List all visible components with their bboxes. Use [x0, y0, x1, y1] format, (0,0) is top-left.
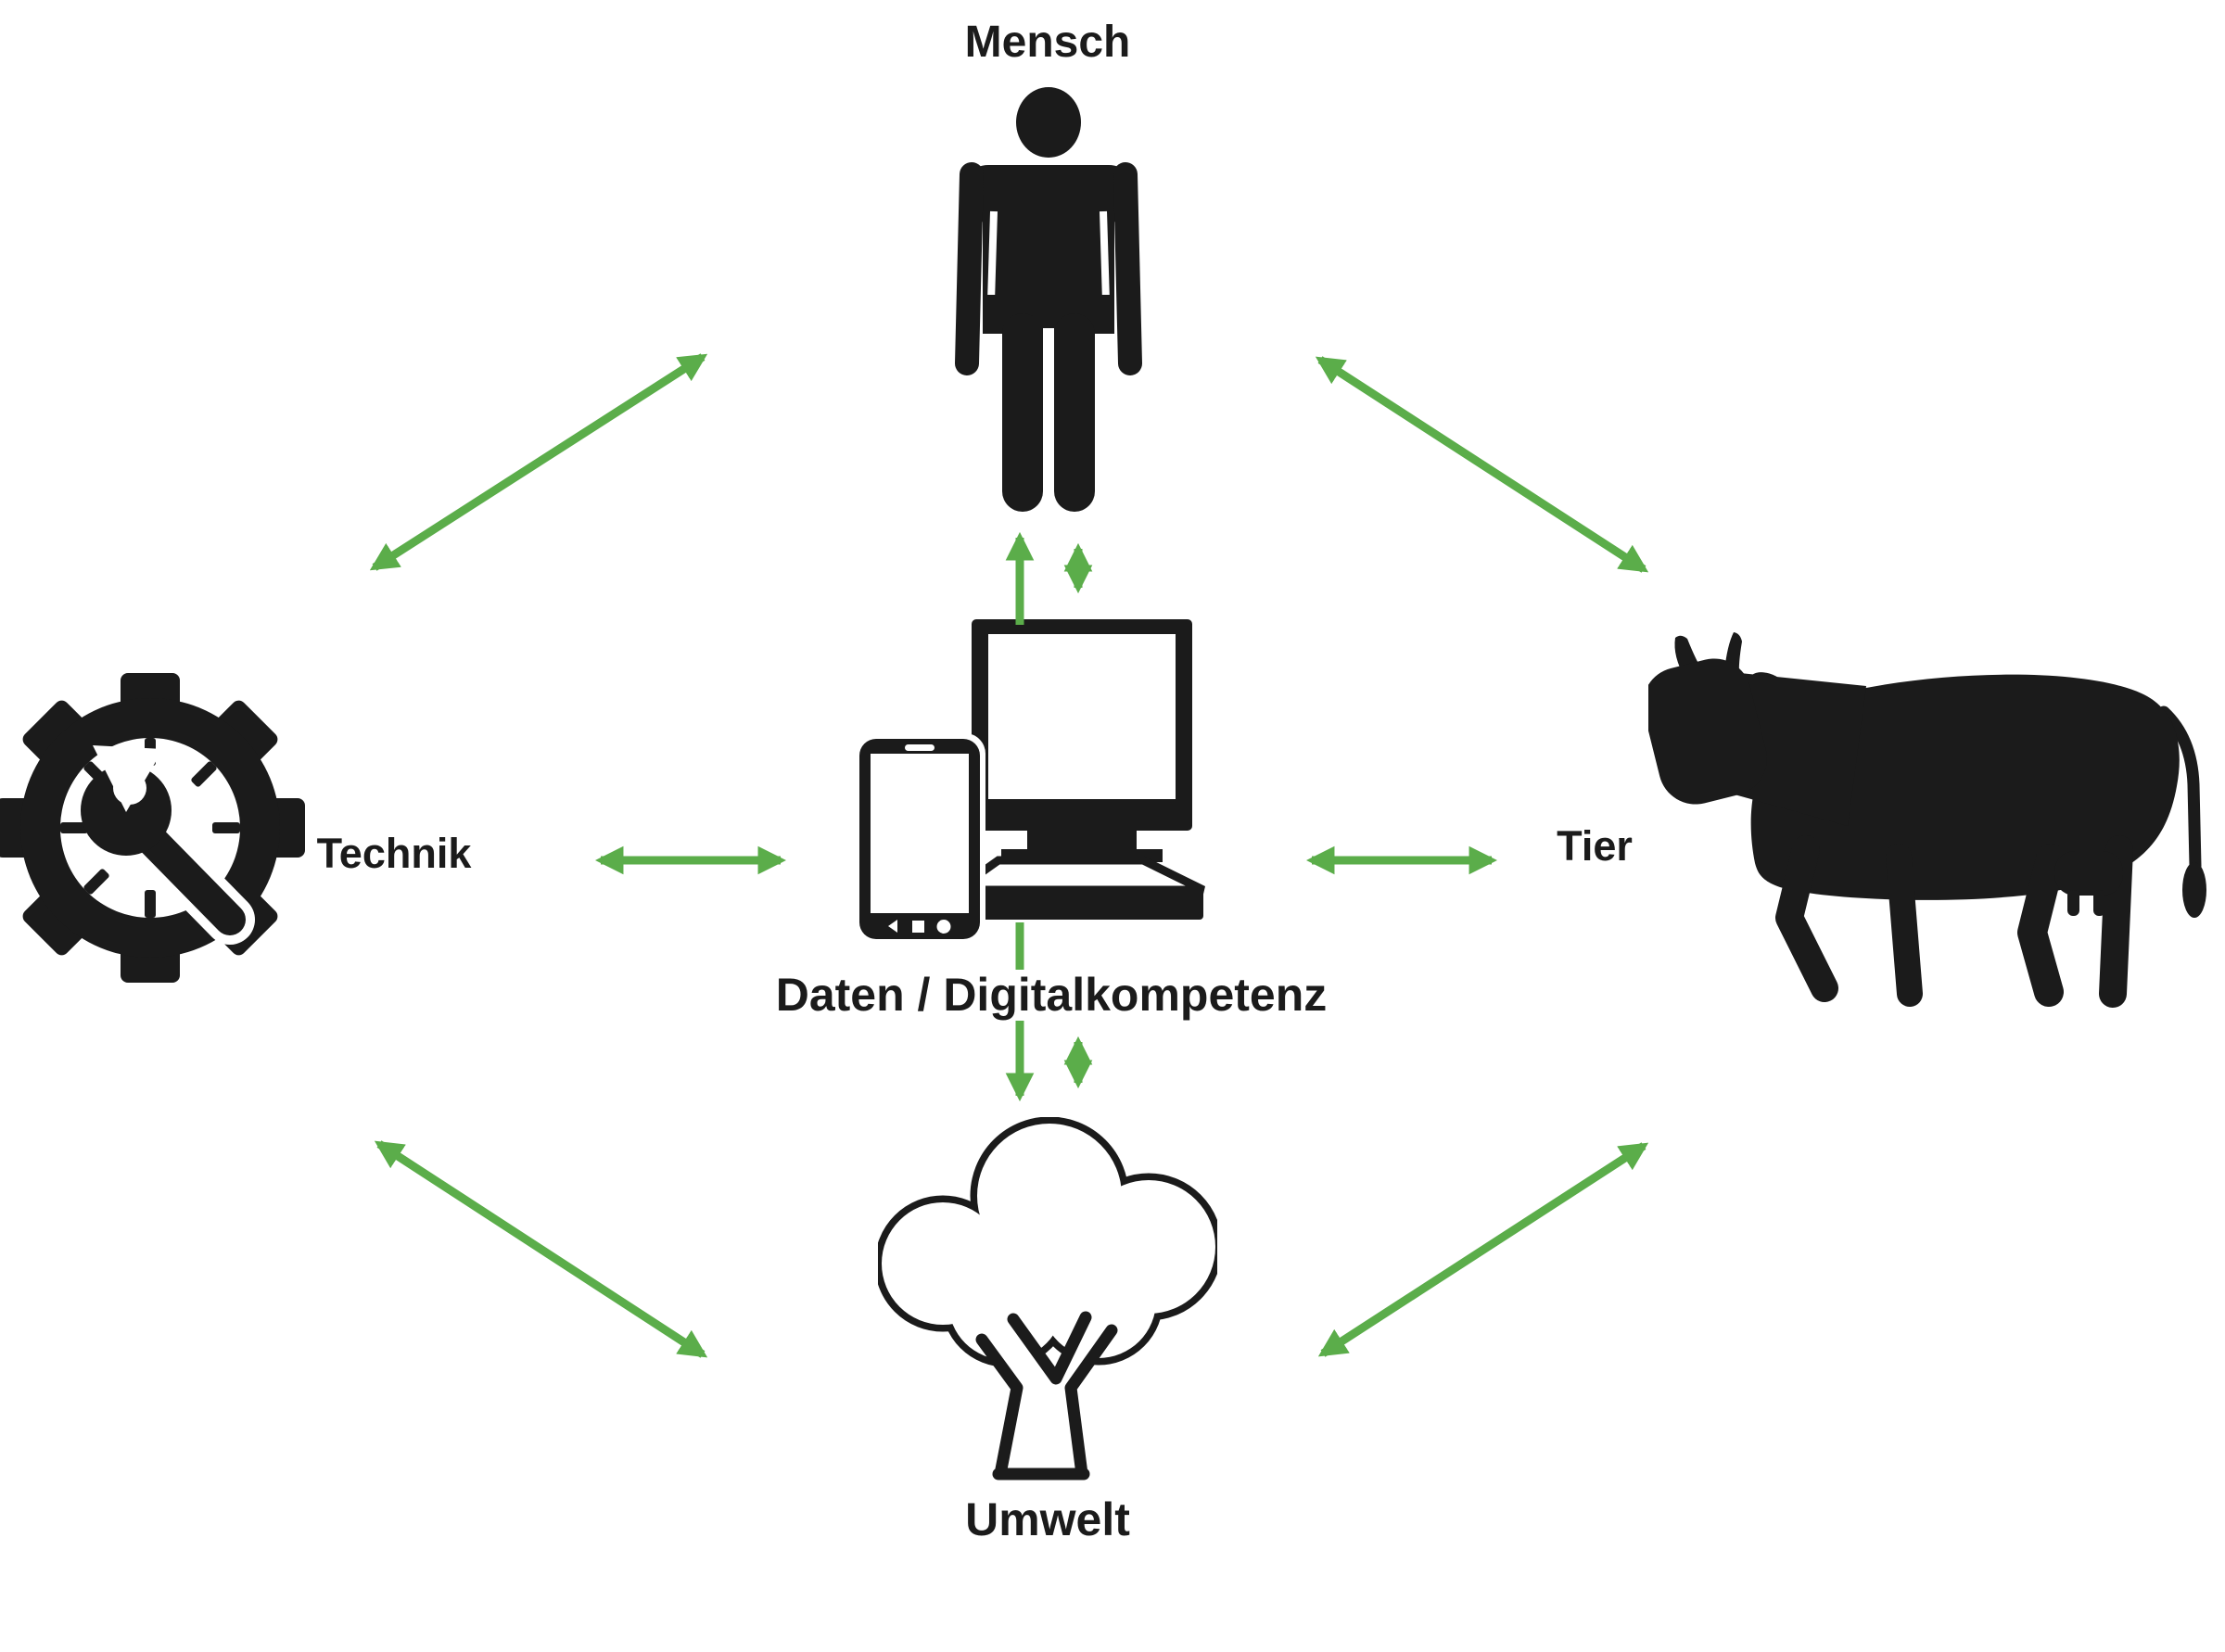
node-label-tier: Tier [1557, 822, 1633, 870]
arrow-technik-mensch [369, 353, 708, 571]
node-label-umwelt: Umwelt [965, 1493, 1130, 1545]
node-label-mensch: Mensch [964, 18, 1131, 67]
arrow-mensch-tier [1315, 356, 1649, 573]
cow-icon [1648, 632, 2206, 1008]
tree-icon [878, 1117, 1217, 1480]
node-label-daten: Daten / Digitalkompetenz [773, 970, 1329, 1021]
arrow-umwelt-tier [1317, 1142, 1649, 1357]
person-icon [955, 87, 1142, 515]
gear-wrench-icon [0, 673, 305, 983]
computer-smartphone-icon [854, 619, 1205, 945]
arrow-technik-umwelt [374, 1140, 708, 1358]
node-label-technik: Technik [316, 830, 472, 877]
